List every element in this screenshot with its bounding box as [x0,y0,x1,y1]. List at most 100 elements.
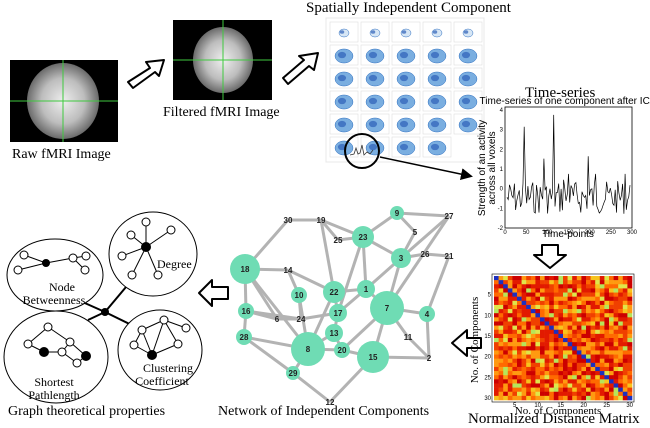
ica-component-thumbnail [422,44,452,66]
matrix-cell [622,346,628,351]
matrix-cell [590,329,596,335]
network-node: 23 [352,226,374,248]
matrix-cell [567,375,573,380]
matrix-cell [535,354,541,359]
matrix-cell [618,317,624,322]
network-node-label: 20 [338,346,347,355]
matrix-cell [503,383,509,388]
timeseries-xtick: 300 [627,230,638,236]
matrix-cell [563,292,568,297]
matrix-cell [553,366,559,372]
matrix-cell [512,375,518,380]
matrix-cell [503,346,509,351]
ica-component-thumbnail [422,136,452,158]
matrix-cell [590,354,596,359]
matrix-cell [526,346,532,351]
matrix-cell [553,342,559,347]
matrix-cell [530,300,536,306]
matrix-cell [558,304,564,310]
matrix-cell [503,304,509,310]
matrix-cell [549,391,555,397]
matrix-cell [553,292,559,297]
matrix-cell [540,325,545,331]
matrix-cell [622,371,628,376]
matrix-cell [576,321,582,326]
matrix-cell [581,300,587,306]
matrix-cell [512,346,518,351]
network-node-label: 21 [445,252,454,261]
matrix-cell [530,366,536,372]
matrix-cell [599,321,605,326]
matrix-cell [498,342,504,347]
matrix-cell [558,342,564,347]
matrix-cell [553,333,559,339]
matrix-cell [498,354,504,359]
matrix-cell [494,309,499,314]
matrix-cell [517,383,522,388]
matrix-cell [558,333,564,339]
matrix-cell [540,276,545,281]
matrix-cell [590,333,596,339]
matrix-cell [595,350,601,355]
matrix-cell [544,313,550,318]
matrix-cell [586,333,591,339]
matrix-cell [498,309,504,314]
matrix-cell [498,284,504,289]
timeseries-xtick: 100 [542,230,553,236]
matrix-cell [517,371,522,376]
matrix-cell [540,313,545,318]
matrix-cell [567,371,573,376]
matrix-cell [530,325,536,331]
matrix-cell [503,276,509,281]
matrix-cell [613,280,619,285]
matrix-cell [526,321,532,326]
matrix-cell [549,358,555,364]
matrix-cell [609,391,614,397]
matrix-cell [567,338,573,343]
matrix-cell [599,350,605,355]
matrix-cell [521,379,527,384]
ica-component-thumbnail [391,136,421,158]
matrix-cell [563,395,568,401]
matrix-cell [503,375,509,380]
matrix-cell [498,300,504,306]
matrix-cell [604,284,610,289]
matrix-cell [609,342,614,347]
matrix-cell [563,288,568,293]
matrix-cell [609,329,614,335]
matrix-cell [512,296,518,302]
arrow-to-graph-properties-icon [198,279,229,307]
matrix-cell [576,309,582,314]
matrix-cell [567,346,573,351]
matrix-cell [609,280,614,285]
matrix-cell [530,354,536,359]
matrix-cell [563,309,568,314]
matrix-cell [604,296,610,302]
network-node: 28 [236,329,252,345]
network-node-label: 17 [334,309,343,318]
matrix-cell [609,317,614,322]
matrix-cell [558,391,564,397]
matrix-cell [563,321,568,326]
matrix-cell [503,366,509,372]
matrix-cell [622,313,628,318]
matrix-cell [521,354,527,359]
matrix-cell [586,292,591,297]
matrix-cell [530,387,536,393]
matrix-cell [618,276,624,281]
matrix-cell [494,366,499,372]
matrix-cell [558,296,564,302]
matrix-cell [540,280,545,285]
matrix-cell [586,366,591,372]
matrix-cell [549,313,555,318]
matrix-cell [517,284,522,289]
ica-component-thumbnail [360,21,390,43]
matrix-cell [549,300,555,306]
matrix-cell [512,383,518,388]
matrix-cell [586,338,591,343]
matrix-cell [553,300,559,306]
ica-component-thumbnail [422,67,452,89]
matrix-cell [613,342,619,347]
matrix-cell [517,309,522,314]
shortest-label: Shortest [34,375,74,389]
